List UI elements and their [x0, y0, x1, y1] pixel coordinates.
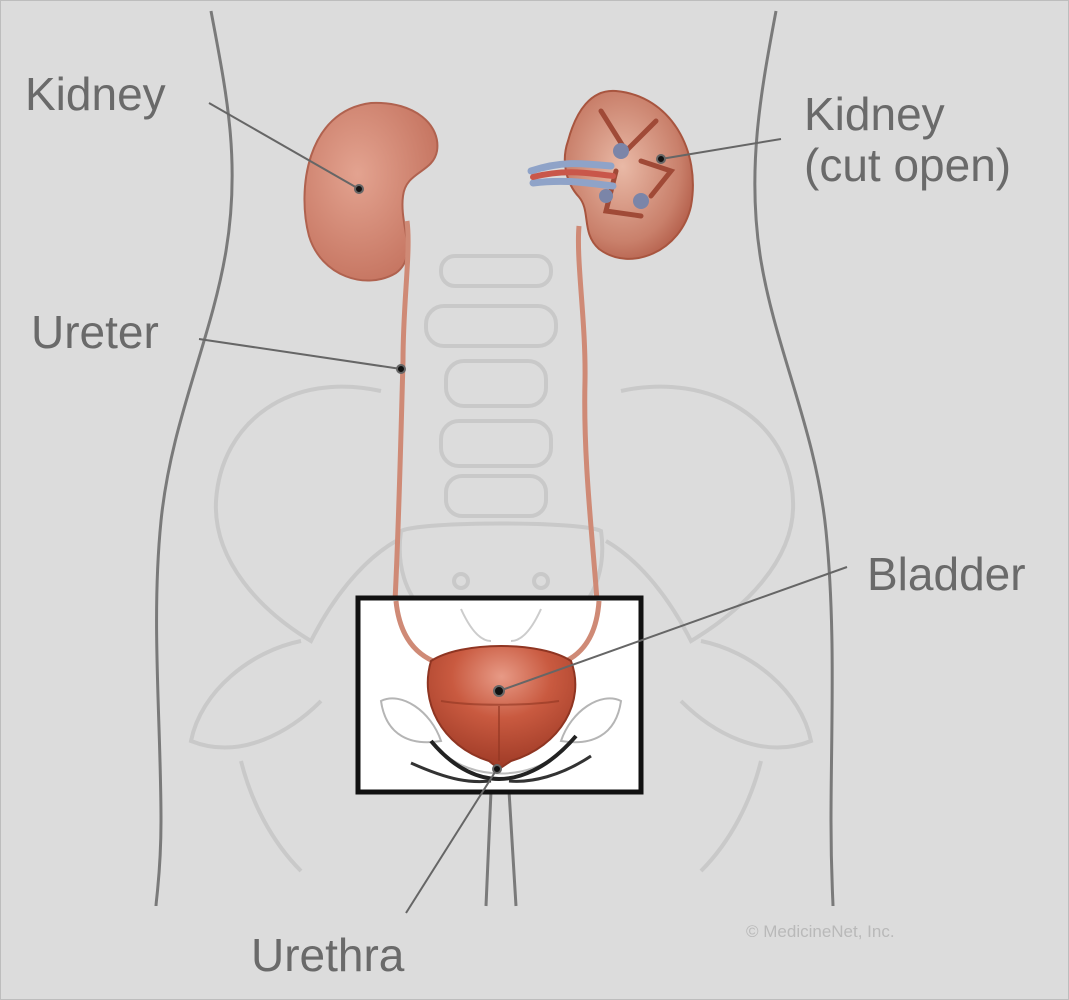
kidney-cut-open-label: Kidney (cut open): [804, 89, 1011, 190]
right-kidney-cut-open: [531, 91, 693, 259]
bladder-label: Bladder: [867, 549, 1026, 600]
copyright-notice: © MedicineNet, Inc.: [746, 922, 895, 942]
urethra-label: Urethra: [251, 930, 404, 981]
kidney-cut-open-label-line2: (cut open): [804, 140, 1011, 191]
left-kidney: [304, 103, 437, 281]
ureter-label: Ureter: [31, 307, 159, 358]
kidney-label: Kidney: [25, 69, 166, 120]
kidney-cut-open-label-line1: Kidney: [804, 89, 1011, 140]
